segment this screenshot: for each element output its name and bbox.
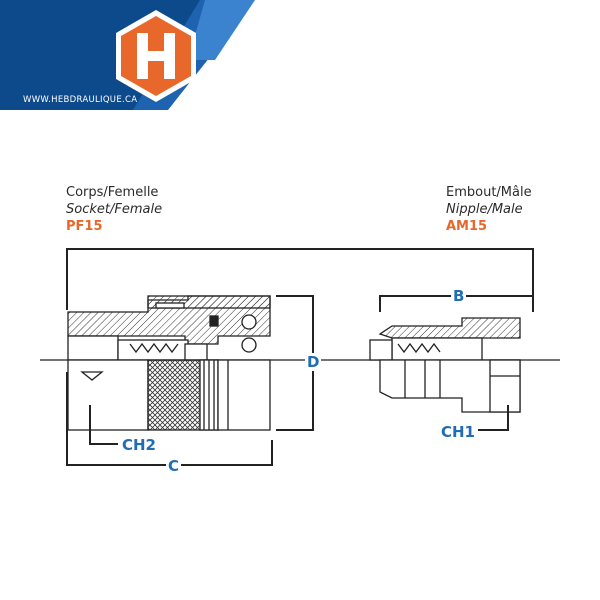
ch2-leader (89, 405, 118, 445)
nipple-code: AM15 (446, 219, 488, 234)
nipple-label-en: Nipple/Male (446, 202, 523, 217)
dim-c-label: C (166, 457, 182, 475)
nipple-body (369, 317, 521, 413)
dim-ch1-label: CH1 (439, 423, 477, 441)
socket-label-en: Socket/Female (66, 202, 163, 217)
overall-length-bracket (66, 248, 534, 312)
nipple-label-fr: Embout/Mâle (446, 185, 532, 200)
nipple-label-group: Embout/Mâle Nipple/Male AM15 (446, 184, 532, 235)
dim-d-label: D (305, 353, 322, 371)
socket-code: PF15 (66, 219, 103, 234)
socket-label-fr: Corps/Femelle (66, 185, 159, 200)
dim-ch2-label: CH2 (120, 436, 158, 454)
socket-body (67, 295, 271, 431)
dim-b-label: B (451, 287, 467, 305)
logo-icon (116, 10, 196, 102)
ch1-leader (478, 405, 509, 431)
socket-label-group: Corps/Femelle Socket/Female PF15 (66, 184, 162, 235)
website-url: WWW.HEBDRAULIQUE.CA (23, 95, 138, 105)
